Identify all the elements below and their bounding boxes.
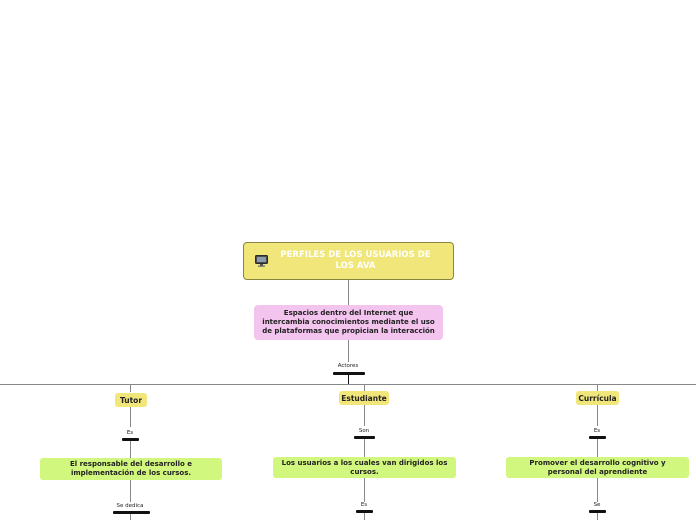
connector-estudiante-next — [364, 478, 365, 502]
connector-tutor-next — [130, 480, 131, 502]
tutor-description[interactable]: El responsable del desarrollo e implemen… — [40, 458, 222, 480]
estudiante-next-link-label: Es — [360, 502, 368, 508]
connector-definition-actors — [348, 340, 349, 362]
branch-curricula[interactable]: Currícula — [576, 391, 619, 405]
connector-actors-branch — [348, 375, 349, 385]
connector-tutor-up — [130, 384, 131, 392]
connector-tutor-link — [130, 407, 131, 427]
connector-tutor-desc — [130, 441, 131, 458]
estudiante-link-label: Son — [358, 428, 370, 434]
estudiante-next-link-bar — [356, 510, 373, 513]
curricula-description[interactable]: Promover el desarrollo cognitivo y perso… — [506, 457, 689, 478]
connector-curricula-up — [597, 384, 598, 392]
curricula-link-bar — [589, 436, 606, 439]
connector-curricula-desc — [597, 439, 598, 457]
connector-curricula-link — [597, 405, 598, 426]
connector-estudiante-desc — [364, 439, 365, 457]
branch-spine — [0, 384, 696, 385]
tutor-next-link-bar — [113, 511, 150, 514]
connector-curricula-down — [597, 513, 598, 520]
connector-tutor-down — [130, 514, 131, 520]
monitor-icon — [255, 255, 268, 267]
definition-topic[interactable]: Espacios dentro del Internet que interca… — [254, 305, 443, 340]
root-topic[interactable]: PERFILES DE LOS USUARIOS DE LOS AVA — [243, 242, 454, 280]
connector-estudiante-down — [364, 513, 365, 520]
definition-text: Espacios dentro del Internet que interca… — [262, 309, 435, 335]
curricula-next-link-label: Se — [593, 502, 601, 508]
tutor-link-label: Es — [126, 430, 134, 436]
connector-estudiante-link — [364, 405, 365, 426]
tutor-next-link-label: Se dedica — [116, 503, 144, 509]
connector-curricula-next — [597, 478, 598, 502]
curricula-link-label: Es — [593, 428, 601, 434]
root-title: PERFILES DE LOS USUARIOS DE LOS AVA — [280, 250, 431, 271]
actors-link-bar — [333, 372, 365, 375]
branch-estudiante[interactable]: Estudiante — [339, 391, 389, 405]
curricula-next-link-bar — [589, 510, 606, 513]
estudiante-description[interactable]: Los usuarios a los cuales van dirigidos … — [273, 457, 456, 478]
tutor-link-bar — [122, 438, 139, 441]
connector-estudiante-up — [364, 384, 365, 392]
connector-root-definition — [348, 280, 349, 305]
actors-link-label: Actores — [337, 363, 359, 369]
branch-tutor[interactable]: Tutor — [115, 393, 147, 407]
estudiante-link-bar — [354, 436, 375, 439]
